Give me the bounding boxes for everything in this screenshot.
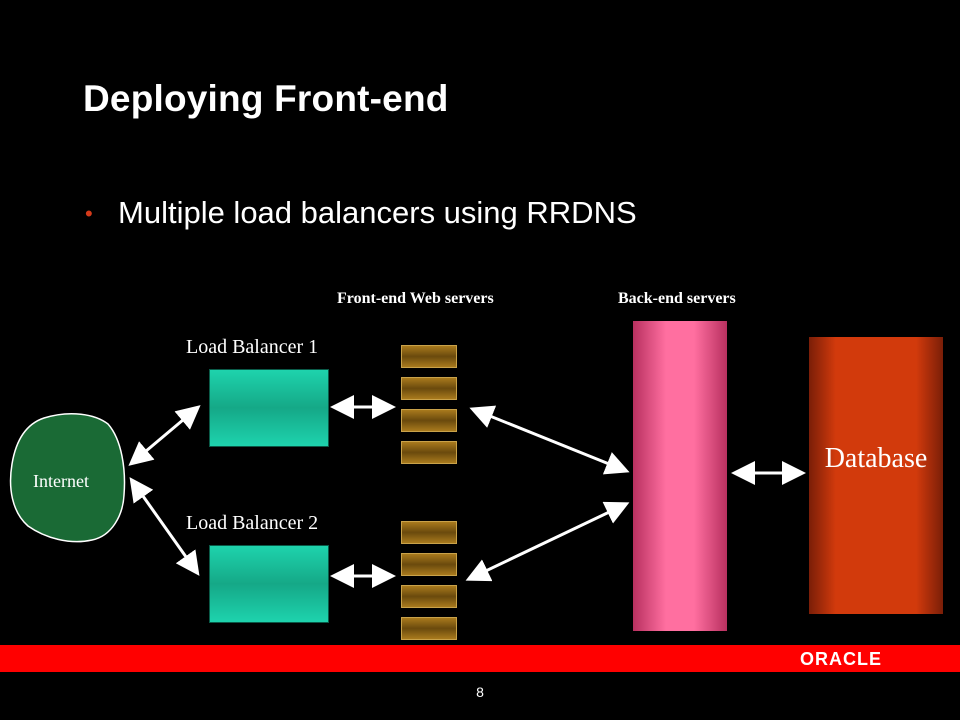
web-server	[401, 521, 457, 544]
web-server	[401, 617, 457, 640]
backend-header: Back-end servers	[618, 290, 736, 307]
web-server	[401, 441, 457, 464]
backend-servers-block	[633, 321, 727, 631]
page-number: 8	[476, 684, 484, 700]
oracle-logo: ORACLE	[800, 649, 882, 669]
load-balancer-1-box	[209, 369, 329, 447]
bullet-dot-icon: •	[85, 201, 93, 226]
web-server	[401, 409, 457, 432]
web-server	[401, 377, 457, 400]
web-server	[401, 345, 457, 368]
load-balancer-2-box	[209, 545, 329, 623]
web-server	[401, 585, 457, 608]
arrow-web2-backend	[465, 501, 630, 582]
bullet-text: Multiple load balancers using RRDNS	[118, 195, 637, 230]
load-balancer-1-label: Load Balancer 1	[186, 336, 319, 358]
arrow-internet-lb1	[128, 405, 201, 466]
arrow-internet-lb2	[129, 477, 200, 576]
load-balancer-2-label: Load Balancer 2	[186, 512, 319, 534]
frontend-header: Front-end Web servers	[337, 290, 494, 307]
brand-bar	[0, 645, 960, 672]
database-block: Database	[809, 337, 943, 614]
slide-title: Deploying Front-end	[83, 78, 449, 119]
database-label: Database	[824, 443, 928, 474]
web-server	[401, 553, 457, 576]
arrow-web1-backend	[469, 405, 630, 475]
internet-label: Internet	[33, 471, 89, 491]
internet-cloud-icon	[9, 413, 126, 543]
